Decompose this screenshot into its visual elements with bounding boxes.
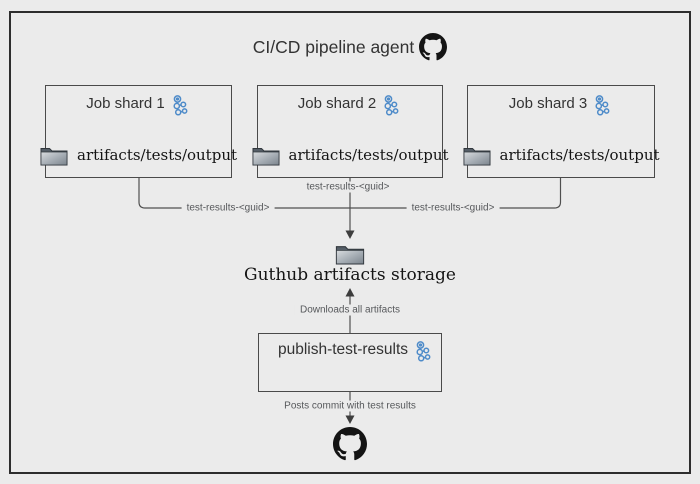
page-title: CI/CD pipeline agent (252, 36, 415, 57)
publish-test-results-box: publish-test-results (258, 333, 442, 392)
job-shard-1-box: Job shard 1 artifacts/tests/output (40, 85, 237, 178)
job-shard-3-folder-row: artifacts/tests/output (463, 144, 660, 166)
job-shard-2-box: Job shard 2 artifacts/tests/output (252, 85, 449, 178)
edge-label-shard3: test-results-<guid> (406, 202, 500, 214)
publish-label: publish-test-results (277, 341, 409, 358)
workflow-cluster-icon (382, 95, 402, 117)
workflow-cluster-icon (171, 95, 191, 117)
edge-label-downloads: Downloads all artifacts (294, 304, 406, 316)
arrowhead-up-to-storage (345, 288, 355, 297)
job-shard-2-label: Job shard 2 (297, 95, 377, 112)
job-shard-1-folder-path: artifacts/tests/output (77, 146, 238, 164)
job-shard-1-folder-row: artifacts/tests/output (40, 144, 237, 166)
publish-header: publish-test-results (271, 341, 441, 363)
job-shard-2-folder-row: artifacts/tests/output (252, 144, 449, 166)
job-shard-3-label: Job shard 3 (508, 95, 588, 112)
folder-icon (40, 144, 68, 166)
storage-label: Guthub artifacts storage (244, 265, 456, 285)
job-shard-2-folder-path: artifacts/tests/output (288, 146, 449, 164)
job-shard-3-box: Job shard 3 artifacts/tests/output (463, 85, 660, 178)
github-icon (333, 427, 367, 461)
folder-icon (463, 144, 491, 166)
arrowhead-down-to-github (345, 415, 355, 424)
workflow-cluster-icon (414, 341, 434, 363)
job-shard-2-header: Job shard 2 (258, 95, 442, 117)
page-title-row: CI/CD pipeline agent (0, 33, 700, 61)
job-shard-3-header: Job shard 3 (468, 95, 654, 117)
workflow-cluster-icon (593, 95, 613, 117)
edge-label-shard2: test-results-<guid> (301, 181, 395, 193)
arrowhead-into-storage (345, 230, 355, 239)
edge-label-shard1: test-results-<guid> (181, 202, 275, 214)
job-shard-1-header: Job shard 1 (46, 95, 231, 117)
storage-folder-icon (335, 242, 365, 265)
folder-icon (252, 144, 280, 166)
job-shard-1-label: Job shard 1 (86, 95, 165, 112)
edge-label-posts-commit: Posts commit with test results (279, 400, 421, 412)
github-icon (419, 33, 448, 61)
job-shard-3-folder-path: artifacts/tests/output (499, 146, 660, 164)
